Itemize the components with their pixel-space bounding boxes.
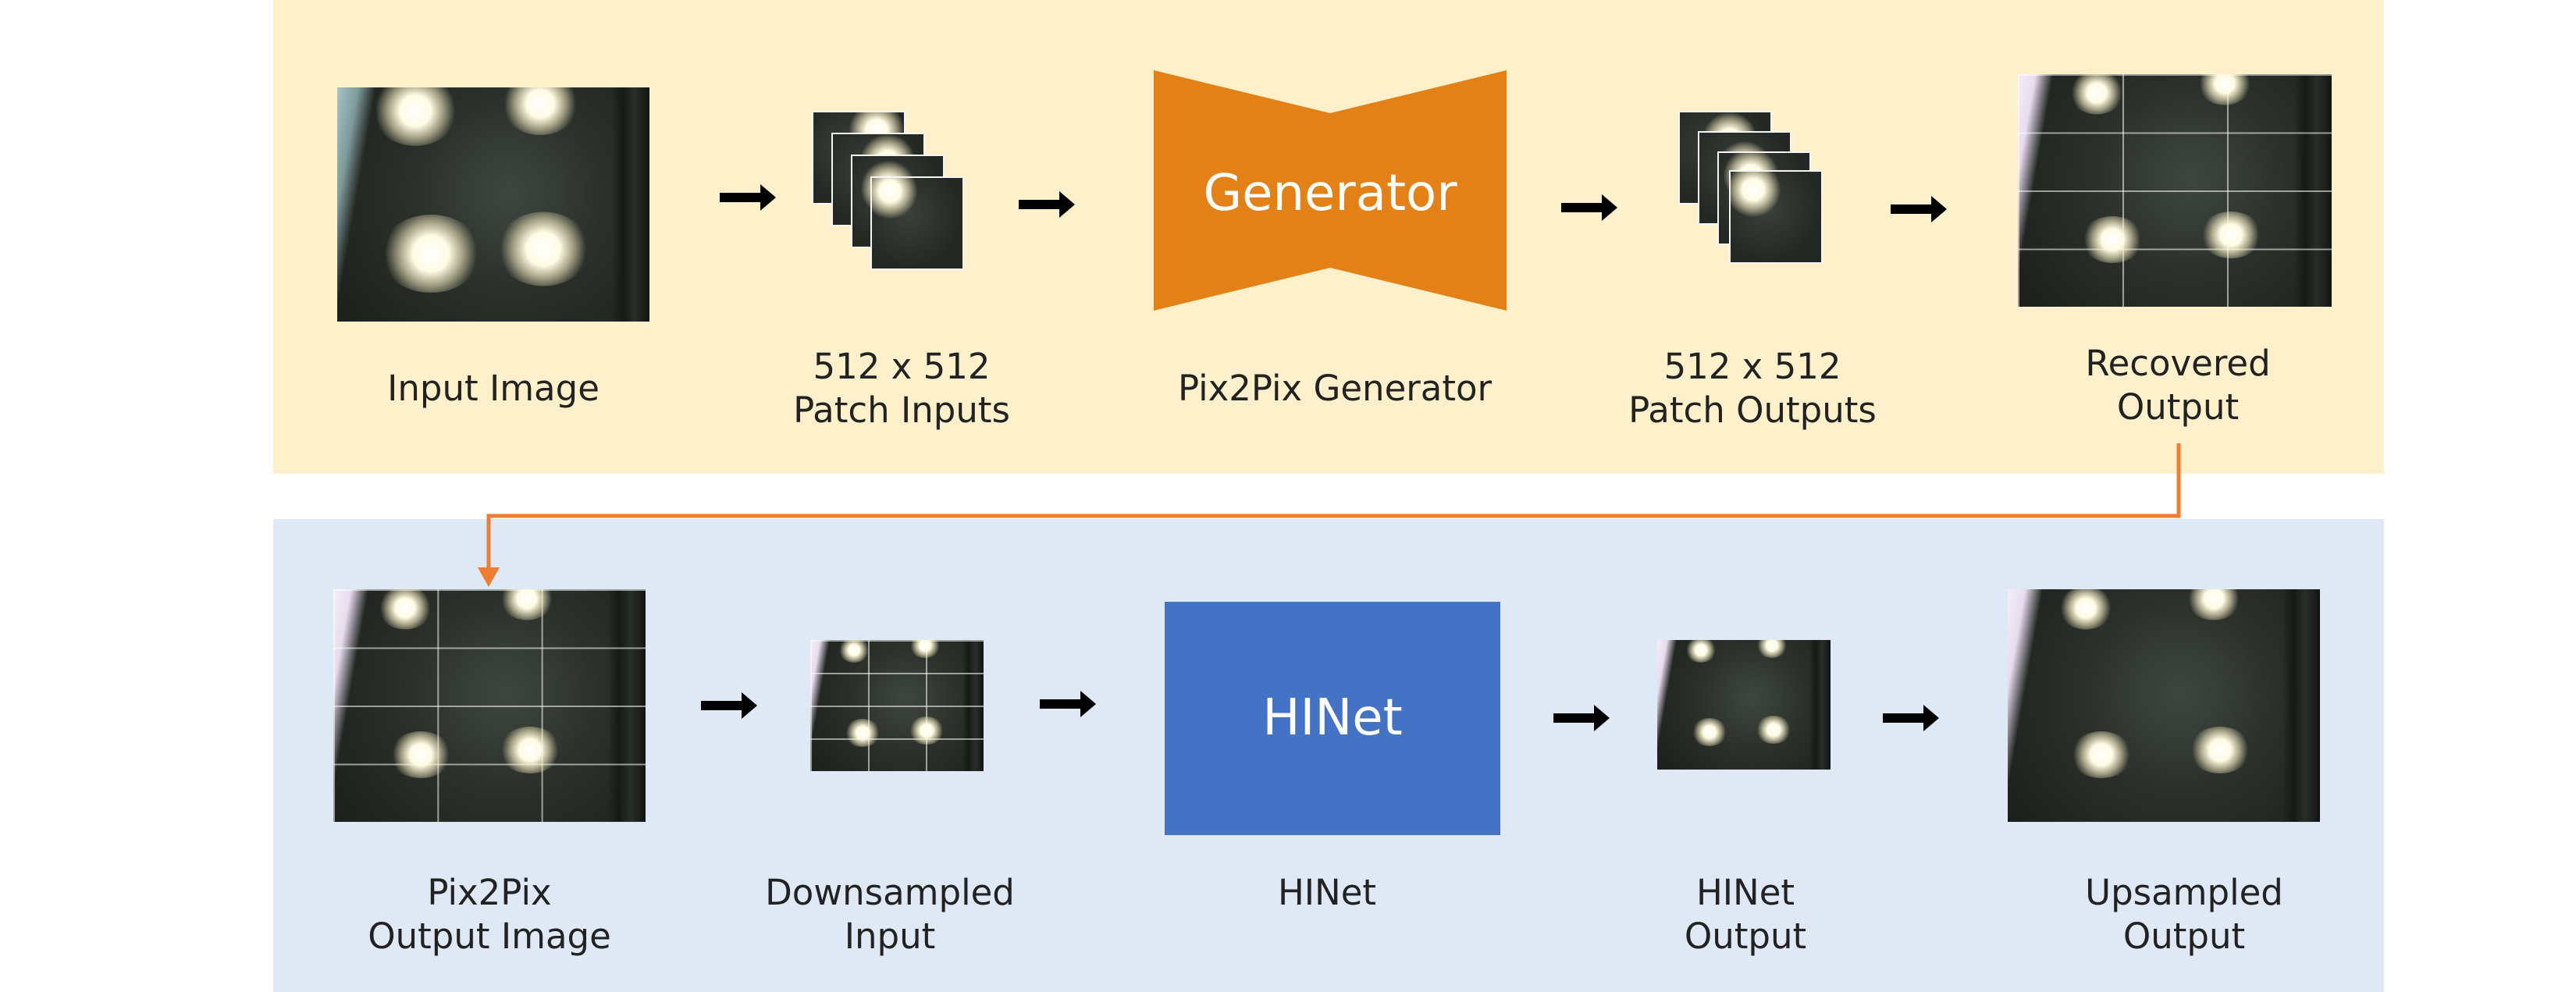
right-arrow-icon [1891, 196, 1947, 222]
right-arrow-icon [720, 184, 776, 211]
input-image-thumbnail [337, 87, 649, 322]
input-image-label: Input Image [387, 368, 600, 409]
hinet-output-label: HINet Output [1684, 872, 1807, 957]
hinet-caption: HINet [1277, 872, 1377, 913]
pix2pix-output-label: Pix2Pix Output Image [368, 872, 611, 957]
upsampled-output-thumbnail [2008, 589, 2320, 822]
downsampled-input-label: Downsampled Input [765, 872, 1015, 957]
right-arrow-icon [1561, 194, 1617, 221]
right-arrow-icon [1883, 705, 1939, 731]
upsampled-output-label: Upsampled Output [2085, 872, 2283, 957]
hinet-block-label: HINet [1262, 689, 1403, 747]
right-arrow-icon [1040, 691, 1096, 717]
downsampled-input-thumbnail [810, 640, 984, 771]
right-arrow-icon [1553, 705, 1610, 731]
pix2pix-output-thumbnail [333, 589, 646, 822]
recovered-output-label: Recovered Output [2085, 343, 2271, 428]
patch-inputs-label: 512 x 512 Patch Inputs [793, 346, 1010, 431]
patch-outputs-label: 512 x 512 Patch Outputs [1628, 346, 1877, 431]
hinet-block [1165, 602, 1500, 835]
generator-caption: Pix2Pix Generator [1177, 368, 1493, 409]
right-arrow-icon [1019, 191, 1075, 218]
right-arrow-icon [701, 692, 757, 719]
generator-block [1154, 70, 1507, 311]
recovered-output-thumbnail [2018, 74, 2332, 307]
generator-block-label: Generator [1203, 165, 1457, 222]
hinet-output-thumbnail [1657, 640, 1831, 770]
